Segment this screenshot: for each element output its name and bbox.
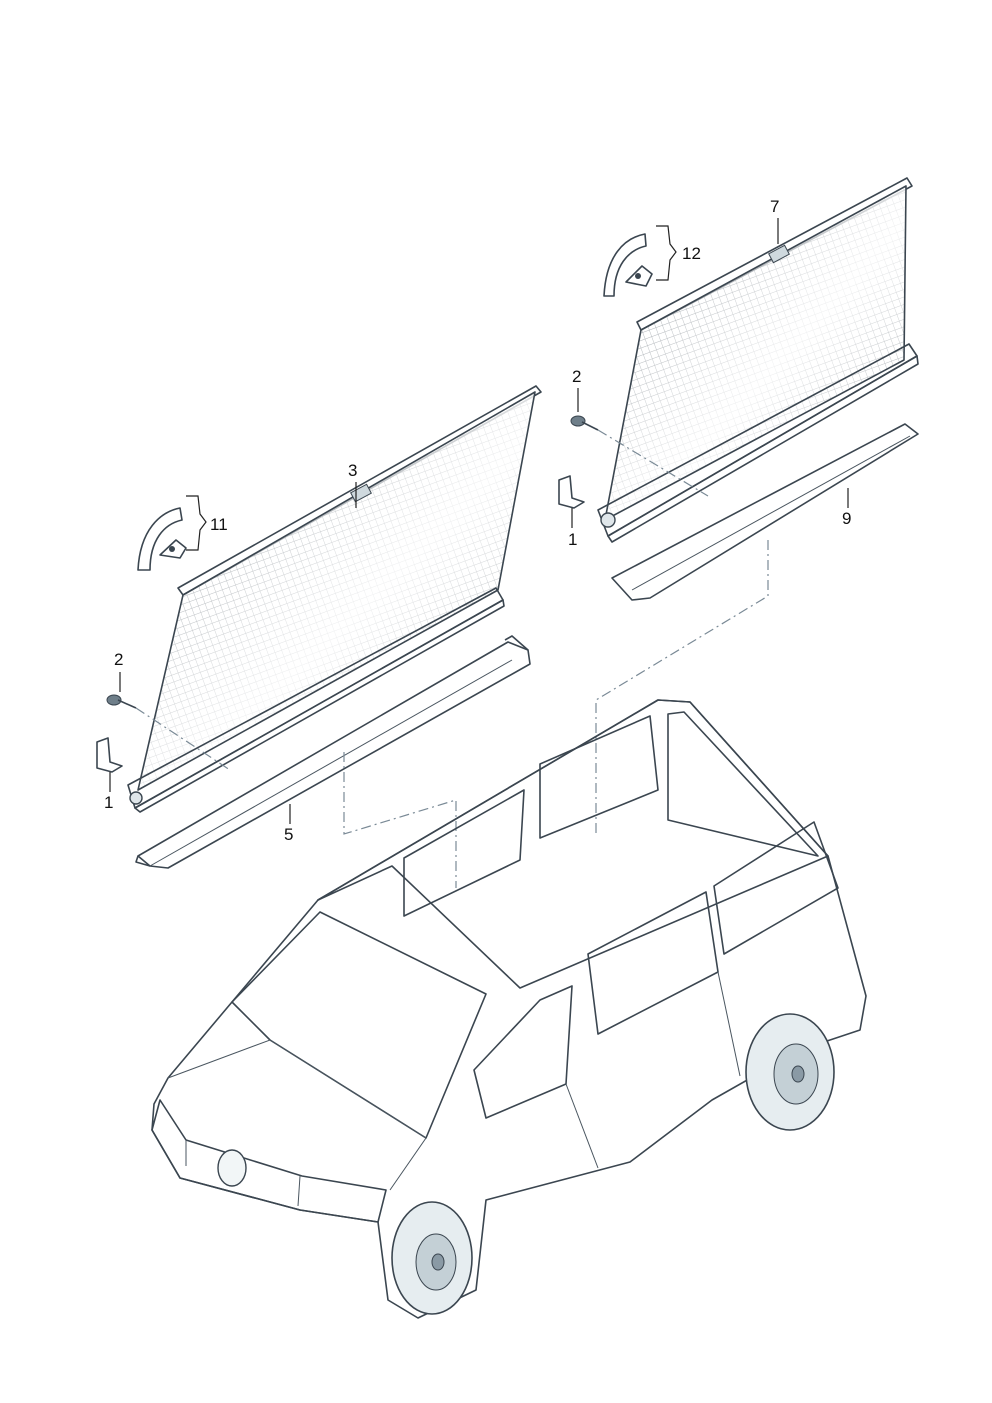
screw-right <box>570 415 599 431</box>
sunblind-right <box>597 177 919 543</box>
callout-1-left: 1 <box>104 793 113 812</box>
bracket-left <box>96 737 123 773</box>
guide-rail-right <box>611 423 919 601</box>
callout-2-right: 2 <box>572 367 581 386</box>
callout-12: 12 <box>682 244 701 263</box>
leader-lines <box>109 218 849 824</box>
van <box>151 699 867 1319</box>
guide-rail-left <box>135 635 531 869</box>
screw-left <box>106 694 137 709</box>
reference-lines <box>135 429 769 888</box>
callout-9: 9 <box>842 509 851 528</box>
cover-cap-left <box>137 507 187 571</box>
sunblind-left <box>127 385 542 813</box>
callout-7: 7 <box>770 197 779 216</box>
callout-1-right: 1 <box>568 530 577 549</box>
callout-3: 3 <box>348 461 357 480</box>
callout-5: 5 <box>284 825 293 844</box>
callout-11: 11 <box>210 515 228 534</box>
callout-2-left: 2 <box>114 650 123 669</box>
bracket-right <box>558 475 585 509</box>
cover-cap-right <box>603 233 653 297</box>
